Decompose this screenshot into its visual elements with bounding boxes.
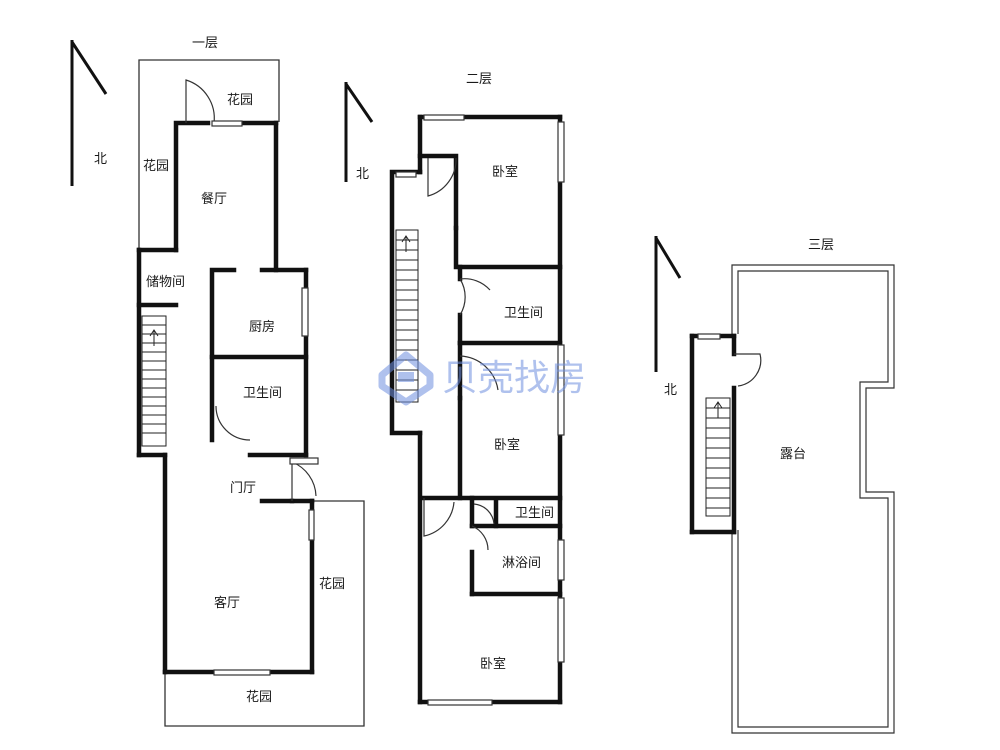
floor-1: 一层 北 xyxy=(70,36,365,727)
stairs-f1 xyxy=(141,315,167,447)
watermark-text: 贝壳找房 xyxy=(442,358,586,399)
north-arrow-f1 xyxy=(70,40,108,186)
terrace-outline xyxy=(731,264,895,734)
watermark: 贝壳找房 xyxy=(378,351,586,406)
north-label-f2: 北 xyxy=(356,167,369,182)
room-bathroom: 卫生间 xyxy=(243,386,282,401)
room-living: 客厅 xyxy=(214,595,240,611)
stairs-f3 xyxy=(705,397,731,517)
room-storage: 储物间 xyxy=(146,275,185,290)
room-garden-right: 花园 xyxy=(319,576,345,592)
north-arrow-f3 xyxy=(654,236,682,372)
floor-1-title: 一层 xyxy=(192,36,218,51)
room-bedroom-bottom: 卧室 xyxy=(480,656,506,672)
room-terrace: 露台 xyxy=(780,447,806,462)
room-garden-top: 花园 xyxy=(227,92,253,108)
room-garden-bottom: 花园 xyxy=(246,689,272,705)
room-bedroom-mid: 卧室 xyxy=(494,437,520,453)
room-bedroom-top: 卧室 xyxy=(492,164,518,180)
room-shower: 淋浴间 xyxy=(502,556,541,571)
room-bathroom-small: 卫生间 xyxy=(515,506,554,521)
floor-3: 三层 北 xyxy=(654,236,895,734)
north-label-f1: 北 xyxy=(94,152,107,167)
room-garden-left: 花园 xyxy=(143,158,169,174)
openings-f3 xyxy=(697,333,762,387)
room-foyer: 门厅 xyxy=(230,481,256,496)
watermark-logo-icon xyxy=(378,351,434,406)
floor-2-title: 二层 xyxy=(466,72,492,87)
floor-3-title: 三层 xyxy=(808,238,834,253)
north-arrow-f2 xyxy=(344,82,374,182)
room-dining: 餐厅 xyxy=(201,191,227,207)
walls-f3 xyxy=(689,333,737,535)
walls-f2 xyxy=(389,114,563,705)
north-label-f3: 北 xyxy=(664,383,677,398)
floor-2: 二层 北 xyxy=(344,72,565,706)
room-bathroom-top: 卫生间 xyxy=(504,306,543,321)
openings-f1 xyxy=(185,79,319,676)
walls-f1 xyxy=(136,120,315,675)
garden-outline-f1 xyxy=(138,59,365,727)
openings-f2 xyxy=(395,114,565,706)
room-kitchen: 厨房 xyxy=(249,319,275,335)
